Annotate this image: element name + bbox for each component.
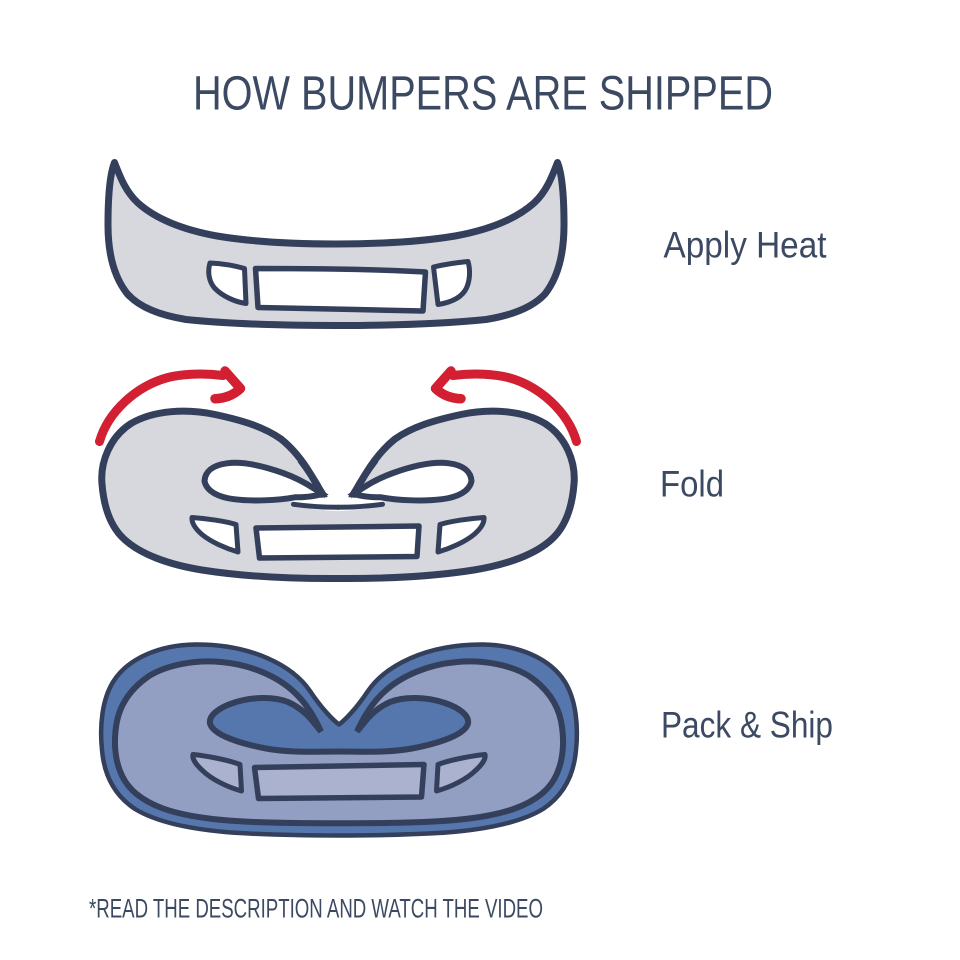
svg-text:Pack & Ship: Pack & Ship: [661, 704, 833, 746]
svg-text:HOW BUMPERS ARE SHIPPED: HOW BUMPERS ARE SHIPPED: [193, 68, 773, 121]
svg-text:Fold: Fold: [660, 463, 724, 505]
svg-text:*READ THE DESCRIPTION AND WATC: *READ THE DESCRIPTION AND WATCH THE VIDE…: [89, 894, 543, 924]
svg-text:Apply Heat: Apply Heat: [664, 224, 828, 266]
